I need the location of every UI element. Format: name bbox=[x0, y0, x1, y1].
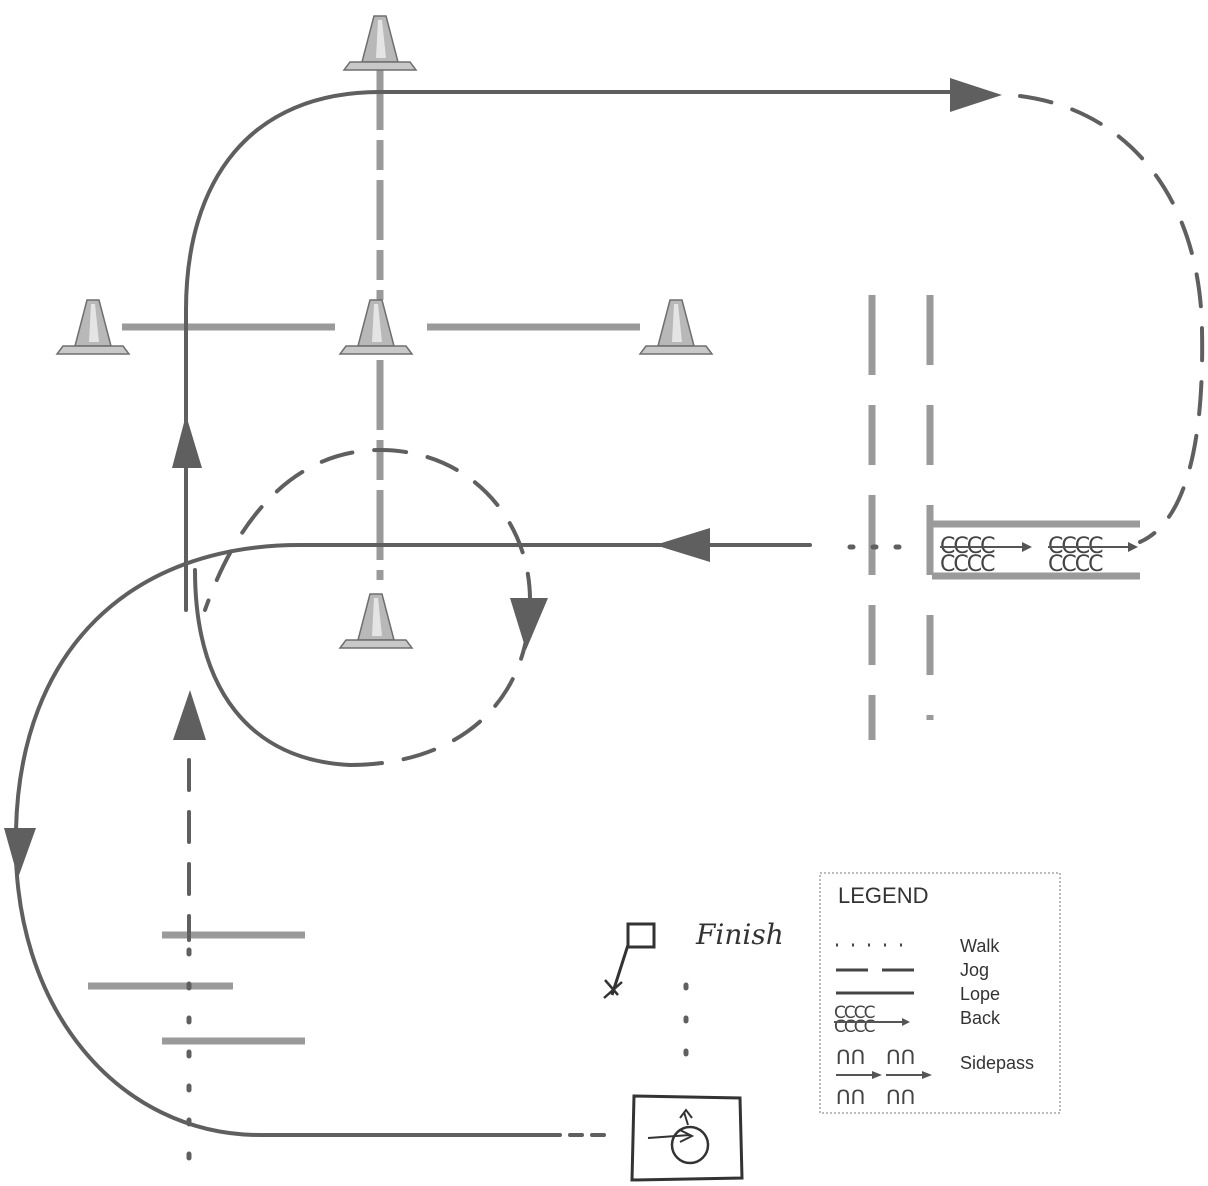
arrow-down-icon bbox=[4, 828, 36, 878]
svg-text:CCCC: CCCC bbox=[834, 1017, 875, 1037]
svg-text:ᑎᑎ: ᑎᑎ bbox=[836, 1045, 865, 1069]
back-through-symbols: CCCC CCCC CCCC CCCC bbox=[940, 534, 1138, 577]
cone-icon bbox=[339, 593, 413, 649]
legend-item-jog: Jog bbox=[960, 960, 989, 980]
svg-text:CCCC: CCCC bbox=[834, 1003, 875, 1023]
lope-path bbox=[13, 543, 562, 1137]
svg-text:ᑎᑎ: ᑎᑎ bbox=[886, 1045, 915, 1069]
finish-label: Finish bbox=[695, 918, 784, 951]
start-box bbox=[630, 1094, 744, 1182]
arrow-up-icon bbox=[173, 690, 206, 740]
legend-item-lope: Lope bbox=[960, 984, 1000, 1004]
svg-text:ᑎᑎ: ᑎᑎ bbox=[886, 1085, 915, 1109]
lope-path bbox=[184, 90, 962, 612]
legend-item-sidepass: Sidepass bbox=[960, 1053, 1034, 1073]
svg-text:ᑎᑎ: ᑎᑎ bbox=[836, 1085, 865, 1109]
cones bbox=[56, 15, 713, 649]
arrow-down-icon bbox=[510, 598, 548, 650]
cone-icon bbox=[343, 15, 417, 71]
arrow-right-icon bbox=[950, 78, 1002, 112]
jog-path bbox=[203, 447, 533, 767]
flag-icon bbox=[610, 922, 656, 996]
legend-item-walk: Walk bbox=[960, 936, 1000, 956]
legend: LEGEND Walk Jog Lope CCCC CCCC Back ᑎᑎ ᑎ… bbox=[819, 872, 1061, 1114]
cone-icon bbox=[56, 299, 130, 355]
legend-item-back: Back bbox=[960, 1008, 1001, 1028]
ground-poles bbox=[88, 70, 1140, 1045]
legend-box bbox=[819, 872, 1061, 1114]
arrow-left-icon bbox=[655, 528, 710, 562]
arrow-up-icon bbox=[172, 415, 202, 468]
back-symbol: CCCC bbox=[940, 552, 995, 577]
finish-area: Finish bbox=[603, 918, 784, 1182]
cone-icon bbox=[339, 299, 413, 355]
back-symbol: CCCC bbox=[1048, 552, 1103, 577]
lope-path bbox=[193, 568, 352, 767]
jog-path bbox=[1018, 94, 1205, 544]
cone-icon bbox=[639, 299, 713, 355]
direction-arrows bbox=[4, 78, 1002, 878]
legend-title: LEGEND bbox=[838, 883, 928, 908]
